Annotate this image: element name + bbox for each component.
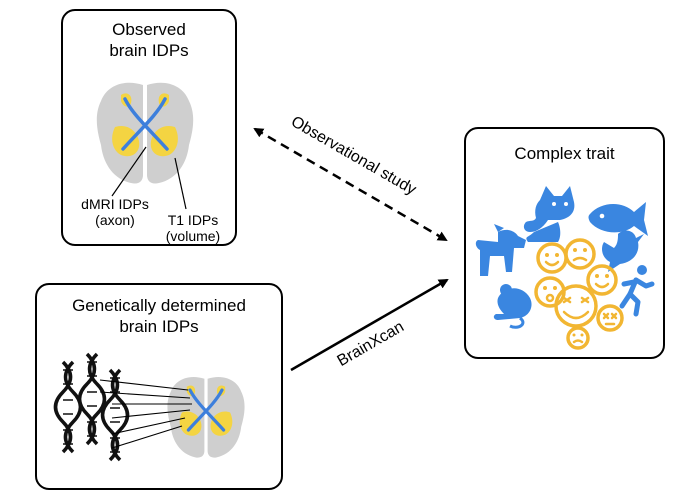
genetic-box-title: Genetically determined brain IDPs <box>72 296 246 336</box>
bird-icon <box>602 230 644 272</box>
emoji-faces-icon <box>534 238 624 350</box>
t1-idps-subtext: (volume) <box>165 228 221 244</box>
runner-icon <box>619 265 655 317</box>
dmri-idps-label: dMRI IDPs (axon) <box>75 196 155 228</box>
dog-icon <box>475 224 526 276</box>
observed-box-title: Observed brain IDPs <box>109 20 189 60</box>
mouse-icon <box>493 284 532 329</box>
observational-study-arrow <box>253 127 448 242</box>
t1-idps-label: T1 IDPs (volume) <box>158 212 228 244</box>
brain-icon <box>96 82 194 184</box>
dna-helix-icon <box>53 352 130 462</box>
genetic-brain-idps-box: Genetically determined brain IDPs <box>35 283 283 490</box>
cat-icon <box>523 186 575 242</box>
complex-trait-title: Complex trait <box>514 144 615 163</box>
trait-icons <box>475 186 655 350</box>
dmri-idps-text: dMRI IDPs <box>81 196 149 212</box>
dmri-idps-subtext: (axon) <box>95 212 135 228</box>
brainxcan-arrow <box>290 278 449 372</box>
observed-brain-idps-box: Observed brain IDPs dMRI IDPs (axon) T1 … <box>61 9 237 246</box>
t1-idps-text: T1 IDPs <box>167 212 219 228</box>
fish-icon <box>588 202 648 236</box>
